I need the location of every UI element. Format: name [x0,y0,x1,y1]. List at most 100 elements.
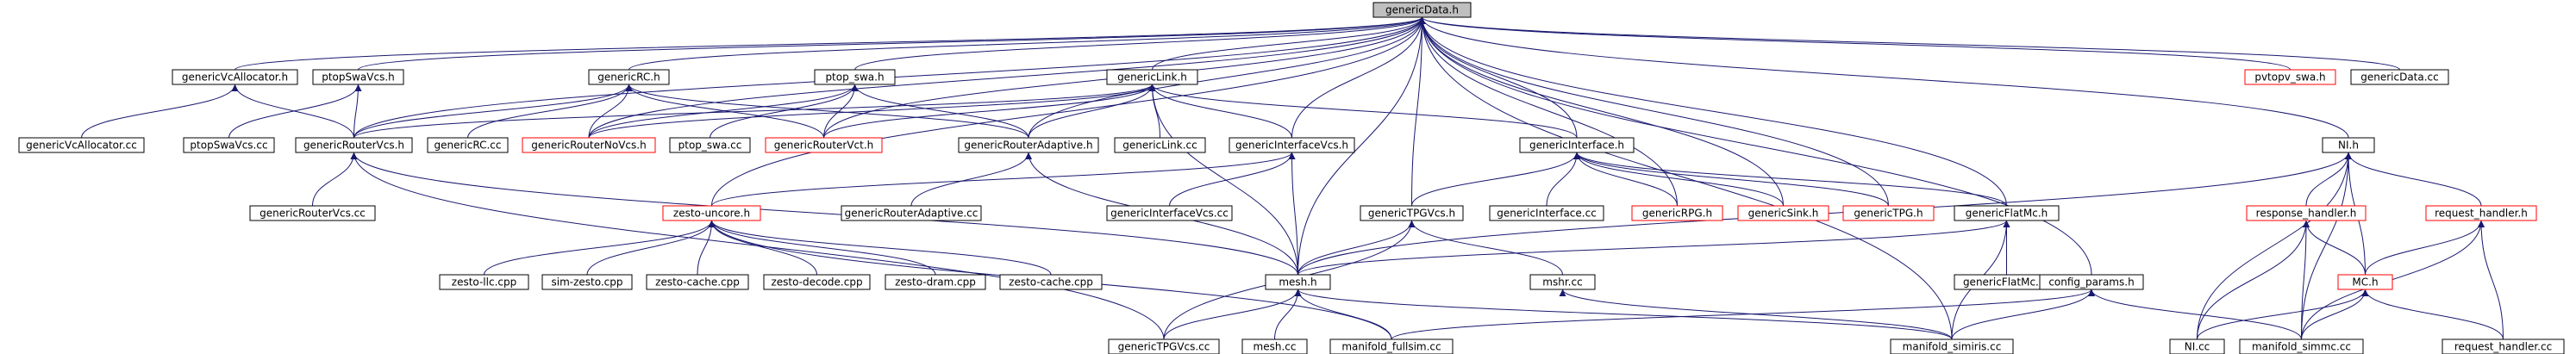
node-genericinterface-cc[interactable]: genericInterface.cc [1489,205,1604,221]
node-mc-h[interactable]: MC.h [2337,274,2393,290]
node-label: genericFlatMc.cc [1963,276,2050,289]
edge-mesh-h-to-genericroutervcs-h [350,152,1298,276]
node-genericrc-h[interactable]: genericRC.h [588,69,670,85]
node-mesh-cc[interactable]: mesh.cc [1241,338,1308,354]
node-genericlink-cc[interactable]: genericLink.cc [1114,137,1206,153]
node-box [522,137,656,153]
node-label: mshr.cc [1542,276,1582,289]
node-genericrouteradaptive-h[interactable]: genericRouterAdaptive.h [958,137,1099,153]
node-mesh-h[interactable]: mesh.h [1265,274,1331,290]
node-response-handler-h[interactable]: response_handler.h [2246,205,2367,221]
node-genericrouternovcs-h[interactable]: genericRouterNoVcs.h [522,137,656,153]
node-genericrc-cc[interactable]: genericRC.cc [427,137,509,153]
node-manifold-fullsim-cc[interactable]: manifold_fullsim.cc [1329,338,1454,354]
node-genericlink-h[interactable]: genericLink.h [1106,69,1198,85]
node-generictpg-h[interactable]: genericTPG.h [1842,205,1935,221]
edge-genericinterface-cc-to-genericinterface-h [1546,152,1580,207]
node-sim-zesto-cpp[interactable]: sim-zesto.cpp [541,274,633,290]
edge-genericrpg-h-to-genericinterface-h [1573,152,1678,207]
node-genericrpg-h[interactable]: genericRPG.h [1631,205,1723,221]
node-manifold-simmc-cc[interactable]: manifold_simmc.cc [2239,338,2364,354]
edge-genericrpg-h-to-genericdata-h [1418,16,1678,207]
node-generictpgvcs-cc[interactable]: genericTPGVcs.cc [1108,338,1220,354]
node-box [1329,338,1454,354]
node-request-handler-h[interactable]: request_handler.h [2425,205,2537,221]
edge-genericrc-cc-to-genericrc-h [467,84,633,139]
node-box [2246,205,2367,221]
node-pvtopv-swa-h[interactable]: pvtopv_swa.h [2244,69,2336,85]
node-zesto-cache-cpp-2[interactable]: zesto-cache.cpp [999,274,1103,290]
node-ni-cc[interactable]: NI.cc [2169,338,2225,354]
edge-response-handler-h-to-ni-h [2305,152,2352,207]
node-label: manifold_simiris.cc [1903,341,2002,353]
node-ptop-swa-h[interactable]: ptop_swa.h [814,69,896,85]
node-genericdata-cc[interactable]: genericData.cc [2350,69,2449,85]
node-box [2169,338,2225,354]
node-genericinterfacevcs-cc[interactable]: genericInterfaceVcs.cc [1106,205,1233,221]
node-label: genericRouterAdaptive.h [964,140,1092,152]
node-genericvcallocator-h[interactable]: genericVcAllocator.h [172,69,298,85]
node-genericdata-h[interactable]: genericData.h [1372,2,1472,18]
node-label: zesto-llc.cpp [452,276,516,289]
edge-mesh-cc-to-mesh-h [1274,289,1302,340]
node-ni-h[interactable]: NI.h [2322,137,2375,153]
node-box [1265,274,1331,290]
node-label: zesto-cache.cpp [655,276,740,289]
node-box [588,69,670,85]
node-request-handler-cc[interactable]: request_handler.cc [2442,338,2565,354]
node-ptop-swa-cc[interactable]: ptop_swa.cc [669,137,751,153]
node-zesto-cache-cpp[interactable]: zesto-cache.cpp [646,274,749,290]
edge-genericinterfacevcs-h-to-genericdata-h [1291,16,1426,139]
node-box [1106,69,1198,85]
dependency-edges [81,16,2504,340]
node-config-params-h[interactable]: config_params.h [2039,274,2144,290]
node-genericflatmc-cc[interactable]: genericFlatMc.cc [1954,274,2060,290]
edge-manifold-simmc-cc-to-mc-h [2301,289,2369,340]
edge-genericlink-cc-to-genericlink-h [1148,84,1160,139]
node-generictpgvcs-h[interactable]: genericTPGVcs.h [1360,205,1464,221]
node-label: genericTPG.h [1854,208,1923,220]
node-genericsink-h[interactable]: genericSink.h [1737,205,1829,221]
node-genericroutervcs-cc[interactable]: genericRouterVcs.cc [249,205,376,221]
node-label: genericRC.h [597,71,660,84]
node-box [1360,205,1464,221]
node-box [814,69,896,85]
node-box [1372,2,1472,18]
edge-zesto-decode-cpp-to-zesto-uncore-h [708,220,817,276]
node-zesto-dram-cpp[interactable]: zesto-dram.cpp [885,274,986,290]
node-genericflatmc-h[interactable]: genericFlatMc.h [1954,205,2060,221]
node-label: mesh.h [1279,276,1316,289]
edge-genericroutervcs-cc-to-genericroutervcs-h [312,152,358,207]
node-ptopswavcs-cc[interactable]: ptopSwaVcs.cc [183,137,275,153]
node-mshr-cc[interactable]: mshr.cc [1529,274,1596,290]
node-ptopswavcs-h[interactable]: ptopSwaVcs.h [312,69,404,85]
edge-zesto-uncore-h-to-genericdata-h [711,16,1426,207]
node-box [1489,205,1604,221]
node-box [1631,205,1723,221]
node-genericroutervcs-h[interactable]: genericRouterVcs.h [295,137,413,153]
node-zesto-uncore-h[interactable]: zesto-uncore.h [662,205,761,221]
node-genericrouteradaptive-cc[interactable]: genericRouterAdaptive.cc [841,205,982,221]
node-box [1241,338,1308,354]
node-label: config_params.h [2048,276,2134,289]
node-box [1842,205,1935,221]
node-box [841,205,982,221]
node-label: request_handler.h [2435,208,2528,220]
node-zesto-decode-cpp[interactable]: zesto-decode.cpp [763,274,871,290]
node-box [2442,338,2565,354]
edge-ni-cc-to-mc-h [2197,289,2369,340]
node-box [2322,137,2375,153]
node-zesto-llc-cpp[interactable]: zesto-llc.cpp [439,274,529,290]
edge-genericdata-cc-to-genericdata-h [1418,16,2400,71]
node-genericinterface-h[interactable]: genericInterface.h [1519,137,1635,153]
node-genericinterfacevcs-h[interactable]: genericInterfaceVcs.h [1229,137,1355,153]
node-label: pvtopv_swa.h [2254,71,2325,84]
edge-manifold-simmc-cc-to-response-handler-h [2301,220,2310,340]
edge-ptop-swa-h-to-genericdata-h [854,16,1426,71]
node-label: genericRPG.h [1642,208,1712,220]
node-manifold-simiris-cc[interactable]: manifold_simiris.cc [1890,338,2014,354]
node-box [439,274,529,290]
node-genericroutervct-h[interactable]: genericRouterVct.h [765,137,883,153]
node-label: NI.cc [2185,341,2210,353]
node-genericvcallocator-cc[interactable]: genericVcAllocator.cc [18,137,145,153]
